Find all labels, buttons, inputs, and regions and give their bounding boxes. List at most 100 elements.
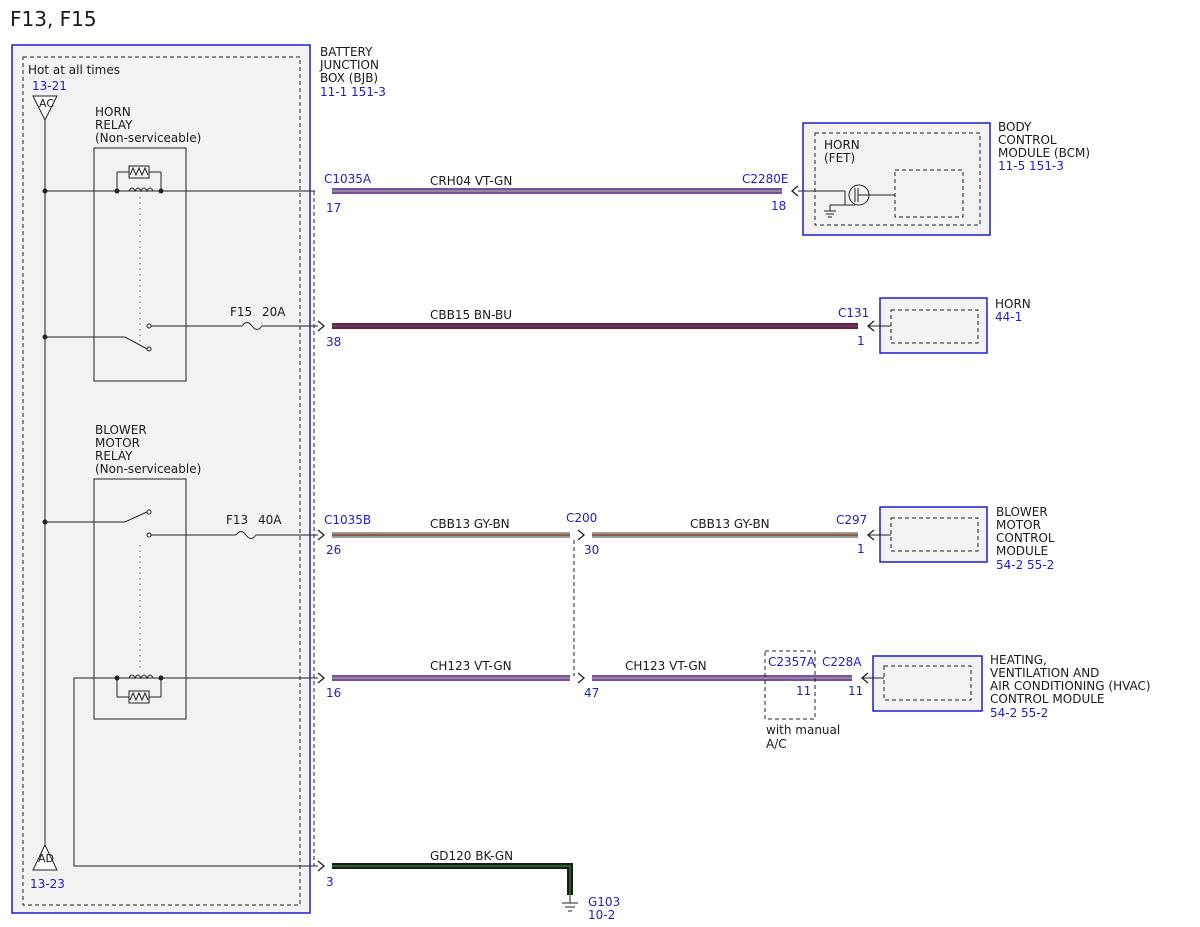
horn-relay-label-2: RELAY	[95, 118, 133, 132]
terminal-ac-label: AC	[39, 97, 54, 110]
wire-label: CBB13 GY-BN	[430, 517, 510, 531]
connector-c297[interactable]: C297	[836, 513, 867, 527]
chevron-right-icon	[317, 529, 326, 541]
horn-refs[interactable]: 44-1	[995, 310, 1022, 324]
pin-number: 26	[326, 543, 341, 557]
bus-junction	[42, 188, 48, 194]
hvac-name-1: HEATING,	[990, 653, 1047, 667]
chevron-right-icon	[317, 860, 326, 872]
c2357a-note-1: with manual	[766, 723, 840, 737]
pin-number: 16	[326, 686, 341, 700]
horn-relay-label-1: HORN	[95, 105, 131, 119]
bcm-inner-label-1: HORN	[824, 138, 860, 152]
bjb-ref-bottom[interactable]: 13-23	[30, 877, 65, 891]
pin-number: 18	[771, 199, 786, 213]
bjb-ref-top[interactable]: 13-21	[32, 79, 67, 93]
fuse-f13-rating: 40A	[258, 513, 282, 527]
blower-switch-blade	[124, 510, 150, 523]
horn-inner	[890, 309, 979, 344]
page-title: F13, F15	[10, 7, 97, 31]
switch-contact	[146, 509, 152, 515]
terminal-ad-label: AD	[38, 852, 54, 865]
wire-cbb15[interactable]	[332, 323, 858, 329]
blower-name-2: MOTOR	[996, 518, 1041, 532]
hvac-name-3: AIR CONDITIONING (HVAC)	[990, 679, 1151, 693]
wire-ch123a[interactable]	[332, 675, 570, 681]
pin-number: 1	[857, 334, 865, 348]
wire-crh04[interactable]	[332, 188, 782, 194]
chevron-right-icon	[577, 529, 586, 541]
connector-c1035a[interactable]: C1035A	[324, 172, 372, 186]
hvac-name-4: CONTROL MODULE	[990, 692, 1105, 706]
bus-junction	[42, 519, 48, 525]
blower-inner	[890, 517, 979, 552]
wire-label: GD120 BK-GN	[430, 849, 513, 863]
hot-at-all-times-label: Hot at all times	[28, 63, 120, 77]
blower-relay-label-3: RELAY	[95, 449, 133, 463]
blower-relay-label-2: MOTOR	[95, 436, 140, 450]
pin-number: 30	[584, 543, 599, 557]
blower-name-3: CONTROL	[996, 531, 1055, 545]
ground-ref[interactable]: 10-2	[588, 908, 615, 922]
chevron-left-icon	[790, 185, 799, 197]
switch-contact	[146, 323, 152, 329]
wire-label: CH123 VT-GN	[625, 659, 707, 673]
hvac-refs[interactable]: 54-2 55-2	[990, 706, 1048, 720]
bcm-name-1: BODY	[998, 120, 1032, 134]
horn-switch-blade	[124, 336, 150, 351]
blower-name-1: BLOWER	[996, 505, 1048, 519]
bcm-box	[802, 122, 991, 236]
blower-relay-box	[93, 478, 187, 720]
wire-cbb13b[interactable]	[592, 532, 858, 538]
pin-number: 11	[796, 684, 811, 698]
chevron-right-icon	[317, 672, 326, 684]
terminal-ad-icon	[32, 843, 58, 871]
wire-label: CH123 VT-GN	[430, 659, 512, 673]
connector-c2280e[interactable]: C2280E	[742, 172, 789, 186]
connector-c228a[interactable]: C228A	[822, 655, 862, 669]
fet-transistor-icon	[798, 184, 895, 218]
c2357a-box	[764, 650, 816, 720]
bjb-name-1: BATTERY	[320, 45, 373, 59]
chevron-right-icon	[317, 320, 326, 332]
pin-number: 1	[857, 542, 865, 556]
fuse-f15-name: F15	[230, 305, 252, 319]
bjb-name-2: JUNCTION	[319, 58, 379, 72]
blower-relay-label-1: BLOWER	[95, 423, 147, 437]
bcm-refs[interactable]: 11-5 151-3	[998, 159, 1064, 173]
blower-relay-coil-icon	[116, 674, 162, 704]
horn-box	[879, 297, 988, 354]
relay-junction	[114, 188, 120, 194]
relay-junction	[158, 188, 164, 194]
bcm-inner	[814, 132, 981, 226]
wire-cbb13a[interactable]	[332, 532, 570, 538]
bcm-inner-label-2: (FET)	[824, 151, 855, 165]
blower-refs[interactable]: 54-2 55-2	[996, 558, 1054, 572]
pin-number: 3	[326, 875, 334, 889]
wire-label: CBB13 GY-BN	[690, 517, 770, 531]
relay-junction	[158, 675, 164, 681]
relay-junction	[114, 675, 120, 681]
connector-chevrons	[317, 185, 875, 872]
wire-label: CBB15 BN-BU	[430, 308, 512, 322]
horn-name: HORN	[995, 297, 1031, 311]
connector-c200[interactable]: C200	[566, 511, 597, 525]
ground-icon	[562, 895, 578, 912]
bcm-name-3: MODULE (BCM)	[998, 146, 1090, 160]
bjb-inner-dashed	[22, 56, 301, 906]
hvac-box	[872, 655, 983, 712]
horn-relay-box	[93, 147, 187, 382]
connector-c1035b[interactable]: C1035B	[324, 513, 371, 527]
wire-label: CRH04 VT-GN	[430, 174, 512, 188]
wire-ch123b[interactable]	[592, 675, 852, 681]
connector-c131[interactable]: C131	[838, 306, 869, 320]
fuse-f13-name: F13	[226, 513, 248, 527]
blower-box	[879, 506, 988, 563]
hvac-name-2: VENTILATION AND	[990, 666, 1099, 680]
hvac-inner	[883, 665, 972, 701]
ground-g103[interactable]: G103	[588, 895, 620, 909]
bjb-refs[interactable]: 11-1 151-3	[320, 85, 386, 99]
connector-c2357a[interactable]: C2357A	[768, 655, 816, 669]
wire-gd120[interactable]	[332, 863, 573, 895]
